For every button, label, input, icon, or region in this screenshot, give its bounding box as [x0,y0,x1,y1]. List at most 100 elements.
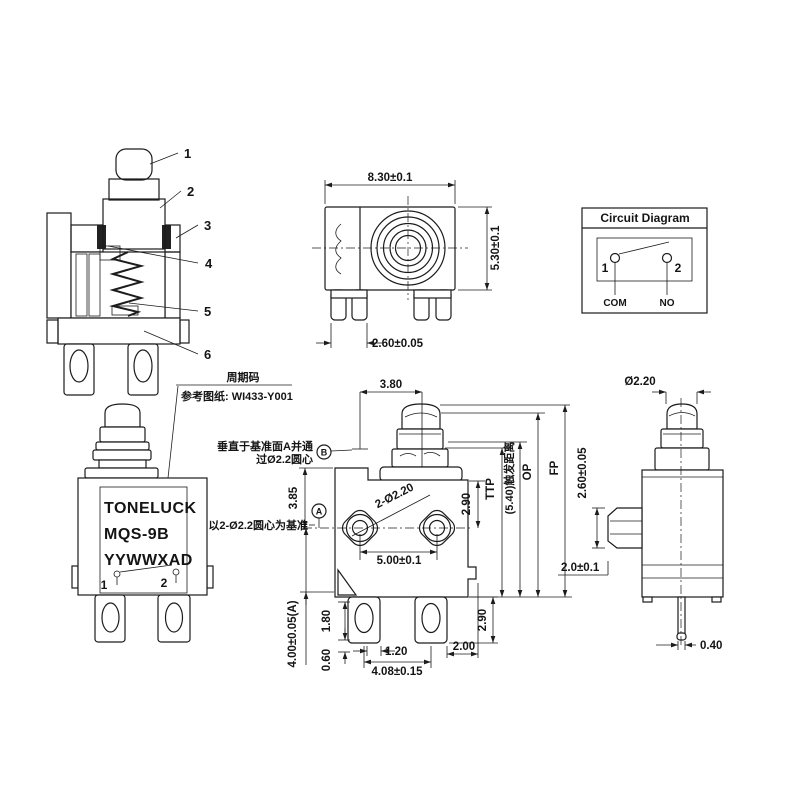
note-reference-drawing: 参考图纸: WI433-Y001 [181,389,293,403]
callout-leader-6 [143,330,199,355]
front-switch-arm [119,564,173,573]
note-datum-a: 以2-Ø2.2圆心为基准 [208,518,308,532]
right-side-knob [607,507,643,549]
front-terminal-1-label: 1 [101,578,108,592]
dim-plunger-dia: Ø2.20 [624,376,655,388]
side-body-corner-detail [337,568,358,596]
front-brand-text: TONELUCK [104,500,197,517]
section-base [57,317,181,345]
section-terminal-left-hole [69,349,89,383]
right-pin-tip [676,632,687,641]
callout-4: 4 [205,256,213,271]
right-plunger-step-2 [654,447,710,471]
section-contact [111,305,139,316]
dim-lower-band: 2.0±0.1 [561,562,600,574]
front-terminal-left [94,594,126,643]
section-terminal-right-hole [133,349,153,383]
right-plunger-dome [666,403,698,430]
dim-top-terminal-width: 2.60±0.05 [372,338,424,350]
front-plunger-step-2 [95,441,150,451]
side-plunger-dome-arc [404,412,438,418]
front-label-plate [99,486,188,594]
dim-terminal-spacing: 4.08±0.15 [371,666,423,678]
front-plunger-step-1 [99,426,146,443]
front-terminal-left-hole [101,602,120,633]
dim-knob-height: 2.60±0.05 [577,447,589,499]
side-plunger-step-1 [396,428,444,450]
circuit-pin-1-contact [609,252,621,264]
callout-1: 1 [184,146,191,161]
callout-3: 3 [204,218,211,233]
dim-plunger-offset: 3.80 [380,379,402,391]
top-view-terminal-right-band [413,289,452,299]
callout-leader-1 [149,152,179,165]
circuit-box [581,207,708,314]
front-body-tab-right [206,565,214,589]
side-terminal-right-hole [421,602,441,634]
dim-trigger-ref: (5.40)触发距离 [502,442,516,515]
side-plunger-step-2 [391,448,449,468]
front-terminal-2-label: 2 [161,576,168,590]
top-view-terminal-left-band [330,289,368,299]
side-hole-right-boss [418,509,456,547]
datum-b-leader [330,449,353,452]
callout-5: 5 [204,304,211,319]
side-plunger-detail-arcs [399,452,441,457]
side-terminal-left [347,596,381,644]
dim-top-depth: 5.30±0.1 [490,225,502,270]
right-body-foot-left [642,596,653,603]
right-plunger-dome-arc [668,412,696,417]
holes-leader [351,494,431,537]
right-body [641,469,724,598]
section-spring [109,251,145,317]
section-terminal-right [127,343,159,396]
side-terminal-left-hole [354,602,374,634]
callout-leader-4 [107,245,199,264]
circuit-com-label: COM [603,298,626,309]
dim-ttp: TTP [485,478,497,500]
side-plunger-dome [401,403,441,430]
dim-terminal-tip: 0.60 [321,649,333,671]
section-contact-plate-2 [88,253,101,317]
section-plunger-seal-left [97,225,106,249]
dim-shoulder-to-holes: 2.90 [461,493,473,515]
top-view: 8.30±0.1 5.30±0.1 2.60±0.05 [312,172,502,350]
circuit-no-label: NO [660,298,675,309]
section-terminal-left [63,343,95,396]
front-body-tab-left [71,565,79,589]
section-plunger-seal-right [162,225,171,249]
callout-leader-2 [159,190,182,209]
callout-leader-3 [175,224,199,239]
section-plunger-mid [108,178,160,201]
front-plunger-neck [98,459,147,469]
front-plunger-step-3 [92,449,152,461]
dim-body-top-to-holes: 3.85 [288,486,300,509]
section-view: 1 2 3 4 5 6 [46,146,213,396]
dim-op: OP [522,463,534,480]
front-datecode-text: YYWWXAD [104,552,193,569]
note-datum-b-line2: 过Ø2.2圆心 [256,452,313,466]
front-model-text: MQS-9B [104,526,169,543]
circuit-pin-2-label: 2 [675,261,682,275]
dim-terminal-w: 1.20 [385,646,407,658]
front-plunger-flange [84,467,159,479]
dim-hole-spacing: 5.00±0.1 [377,555,422,567]
side-view: 3.80 垂直于基准面A并通 过Ø2.2圆心 B 3.85 A 以2-Ø2.2圆… [208,379,572,678]
circuit-title: Circuit Diagram [600,211,689,225]
dim-fp: FP [549,460,561,475]
side-hole-left-boss [341,509,379,547]
circuit-pin-1-label: 1 [602,261,609,275]
datum-b-letter: B [321,448,328,458]
section-plunger-base [102,198,166,250]
dim-terminal-to-edge: 2.00 [453,641,475,653]
right-pin [677,596,686,635]
right-view: Ø2.20 2.60±0.05 2.0±0.1 0.40 [558,376,724,652]
callout-6: 6 [204,347,211,362]
section-base-seal-left [46,319,59,344]
front-terminal-right [157,594,191,643]
side-plunger-platform [379,466,463,482]
circuit-diagram: Circuit Diagram 1 2 COM NO [581,207,708,314]
datum-b-symbol [316,444,332,460]
note-period-code: 周期码 [227,370,260,384]
side-terminal-right [414,596,448,644]
